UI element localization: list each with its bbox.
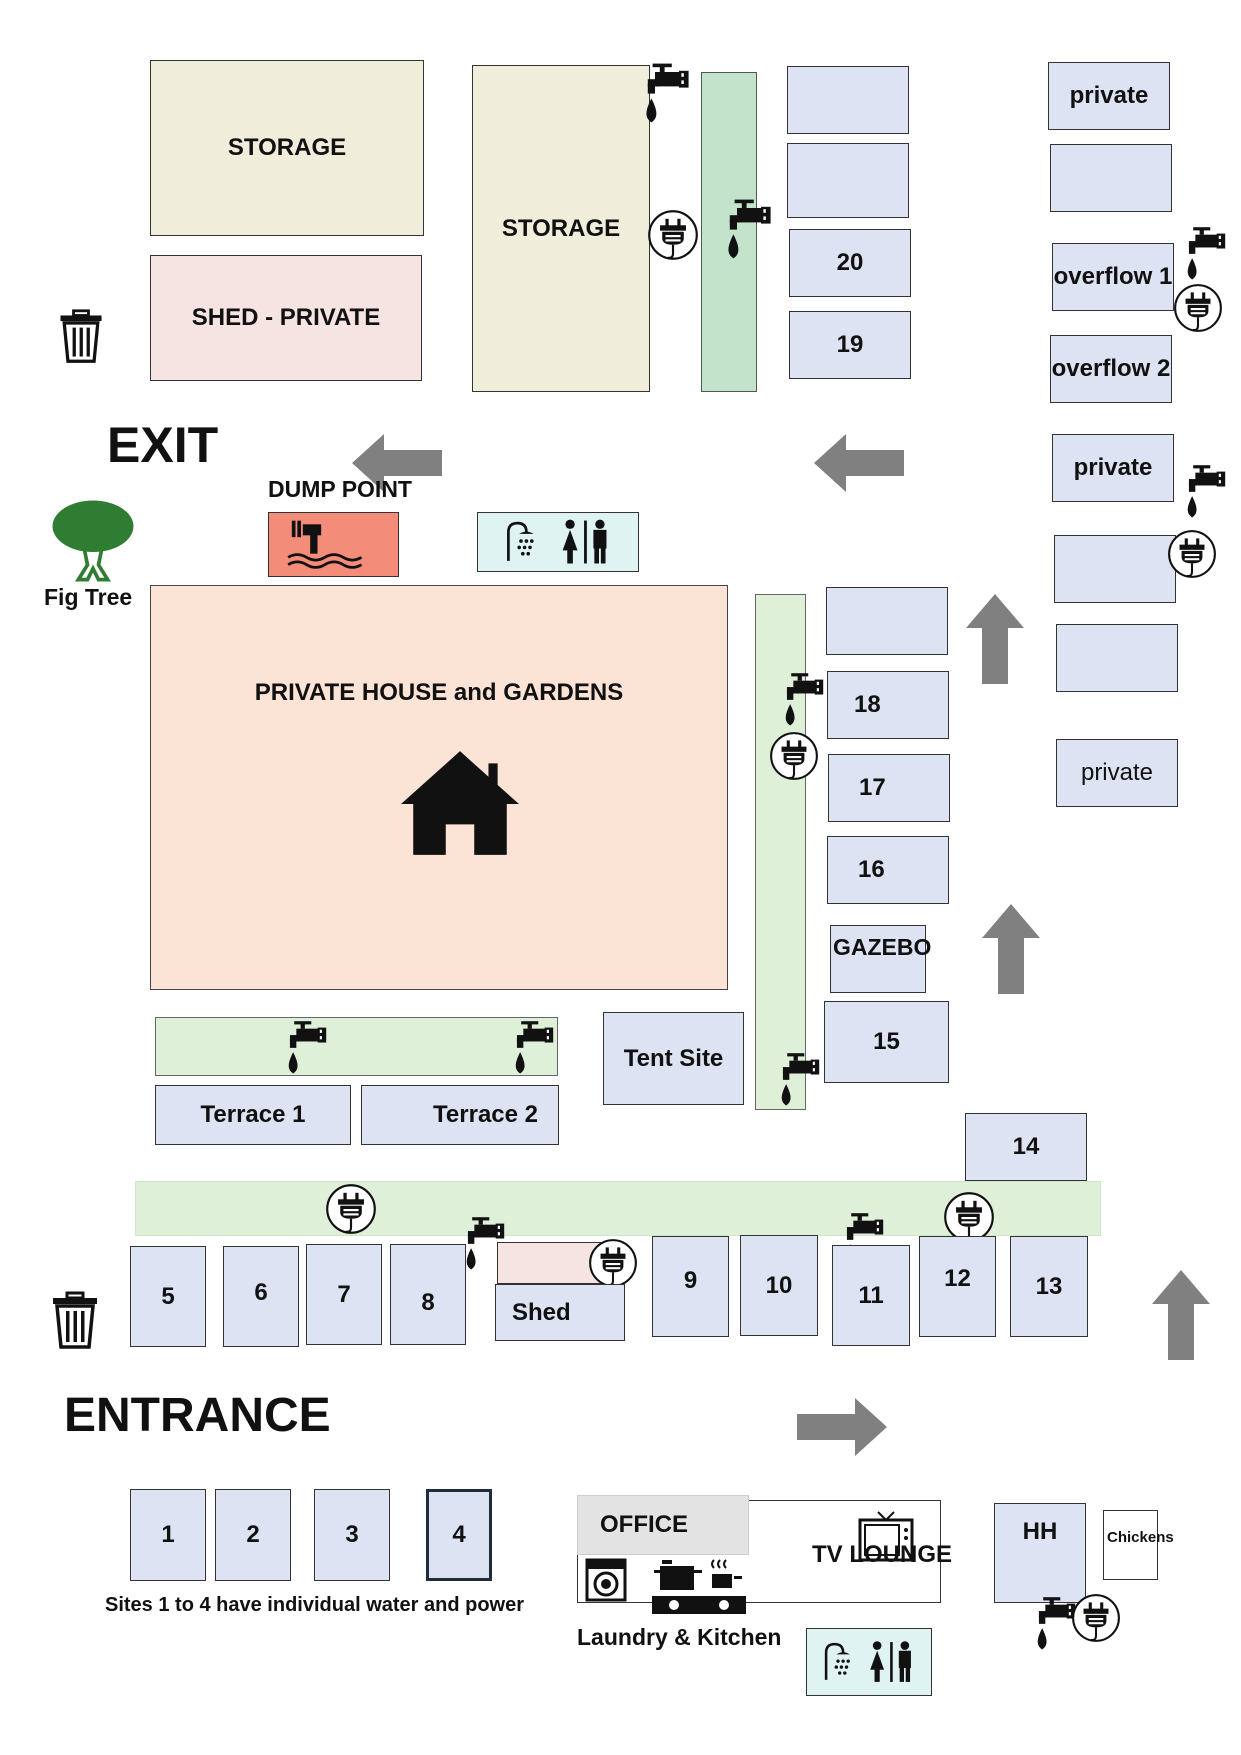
private-site-a: private <box>1048 62 1170 130</box>
water-tap-icon <box>512 1018 556 1082</box>
terrace-strip <box>155 1017 558 1076</box>
site-13[interactable]: 13 <box>1010 1236 1088 1337</box>
exit-label: EXIT <box>107 417 219 473</box>
water-tap-icon <box>778 1050 822 1114</box>
private-site-c: private <box>1056 739 1178 807</box>
path-strip-central <box>755 594 806 1110</box>
house-icon <box>399 744 521 858</box>
storage-left: STORAGE <box>150 60 424 236</box>
storage-middle: STORAGE <box>472 65 650 392</box>
amenities-block-bottom[interactable] <box>806 1628 932 1696</box>
site-unnumbered-b[interactable] <box>787 143 909 218</box>
terrace-1[interactable]: Terrace 1 <box>155 1085 351 1145</box>
water-tap-icon <box>724 196 774 268</box>
site-15[interactable]: 15 <box>824 1001 949 1083</box>
tent-site[interactable]: Tent Site <box>603 1012 744 1105</box>
arrow-icon <box>797 1398 887 1456</box>
power-plug-icon <box>646 208 700 262</box>
site-19[interactable]: 19 <box>789 311 911 379</box>
power-plug-icon <box>1070 1592 1122 1644</box>
fig-tree-label: Fig Tree <box>44 584 133 610</box>
bin-icon <box>57 308 105 364</box>
site-4[interactable]: 4 <box>426 1489 492 1581</box>
toilet-icon <box>865 1639 917 1685</box>
hh[interactable]: HH <box>994 1503 1086 1603</box>
overflow-1[interactable]: overflow 1 <box>1052 243 1174 311</box>
path-strip-top <box>701 72 757 392</box>
site-16[interactable]: 16 <box>827 836 949 904</box>
dump-point[interactable] <box>268 512 399 577</box>
bin-icon <box>49 1290 101 1350</box>
site-unnumbered-f[interactable] <box>826 587 948 655</box>
private-house: PRIVATE HOUSE and GARDENS <box>150 585 728 990</box>
shed: Shed <box>495 1284 625 1341</box>
site-12[interactable]: 12 <box>919 1236 996 1337</box>
washing-machine-icon <box>585 1558 627 1602</box>
site-20[interactable]: 20 <box>789 229 911 297</box>
water-tap-icon <box>285 1018 329 1082</box>
site-18[interactable]: 18 <box>827 671 949 739</box>
overflow-2[interactable]: overflow 2 <box>1050 335 1172 403</box>
water-tap-icon <box>1184 462 1228 526</box>
power-plug-icon <box>324 1182 378 1236</box>
site-9[interactable]: 9 <box>652 1236 729 1337</box>
site-1[interactable]: 1 <box>130 1489 206 1581</box>
site-6[interactable]: 6 <box>223 1246 299 1347</box>
amenities-block-top[interactable] <box>477 512 639 572</box>
entrance-label: ENTRANCE <box>64 1389 331 1442</box>
power-plug-icon <box>587 1237 639 1289</box>
chickens: Chickens <box>1103 1510 1174 1580</box>
power-plug-icon <box>768 730 820 782</box>
site-unnumbered-c[interactable] <box>1050 144 1172 212</box>
arrow-icon <box>982 904 1040 994</box>
shed-small-roof <box>497 1242 601 1284</box>
private-house-label: PRIVATE HOUSE and GARDENS <box>254 679 624 706</box>
arrow-icon <box>1152 1270 1210 1360</box>
water-tap-icon <box>782 670 826 734</box>
private-site-b: private <box>1052 434 1174 502</box>
water-tap-icon <box>643 60 691 132</box>
site-14[interactable]: 14 <box>965 1113 1087 1181</box>
office[interactable]: OFFICE <box>577 1495 749 1555</box>
site-2[interactable]: 2 <box>215 1489 291 1581</box>
arrow-icon <box>814 434 904 492</box>
site-11[interactable]: 11 <box>832 1245 910 1346</box>
site-5[interactable]: 5 <box>130 1246 206 1347</box>
site-3[interactable]: 3 <box>314 1489 390 1581</box>
water-tap-icon <box>1184 224 1228 288</box>
stove-icon <box>652 1559 746 1614</box>
lower-path-strip <box>135 1181 1101 1236</box>
dump-point-label: DUMP POINT <box>268 476 412 502</box>
sites-note: Sites 1 to 4 have individual water and p… <box>105 1594 525 1616</box>
tv-icon <box>858 1511 914 1562</box>
power-plug-icon <box>1172 282 1224 334</box>
terrace-2[interactable]: Terrace 2 <box>361 1085 559 1145</box>
shed-private: SHED - PRIVATE <box>150 255 422 381</box>
power-plug-icon <box>1166 528 1218 580</box>
site-unnumbered-d[interactable] <box>1054 535 1176 603</box>
site-7[interactable]: 7 <box>306 1244 382 1345</box>
toilet-icon <box>557 518 613 566</box>
shower-icon <box>503 519 539 565</box>
site-unnumbered-e[interactable] <box>1056 624 1178 692</box>
dump-point-icon <box>279 517 389 572</box>
gazebo[interactable]: GAZEBO <box>830 925 931 993</box>
tree-icon <box>44 495 142 587</box>
site-10[interactable]: 10 <box>740 1235 818 1336</box>
arrow-icon <box>352 434 442 492</box>
laundry-kitchen-label: Laundry & Kitchen <box>577 1624 782 1650</box>
site-8[interactable]: 8 <box>390 1244 466 1345</box>
site-17[interactable]: 17 <box>828 754 950 822</box>
shower-icon <box>821 1640 855 1684</box>
arrow-icon <box>966 594 1024 684</box>
site-unnumbered-a[interactable] <box>787 66 909 134</box>
